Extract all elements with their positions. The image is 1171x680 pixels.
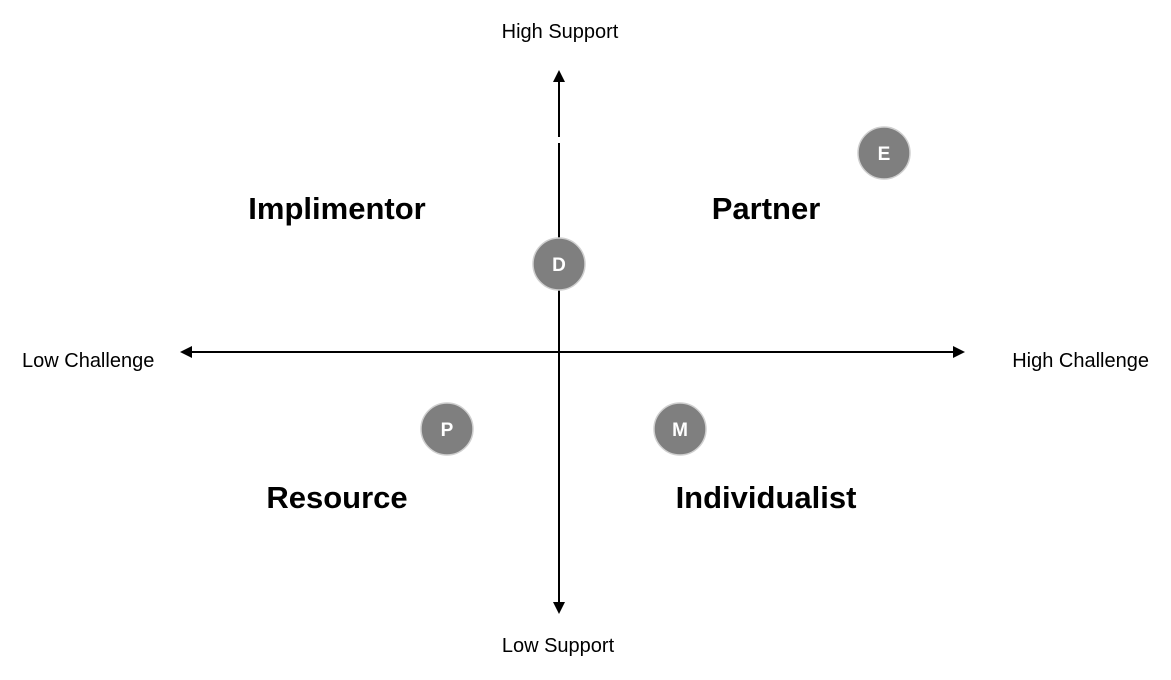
marker-m-letter: M: [672, 420, 688, 441]
marker-m-circle: [653, 402, 707, 456]
axis-label-low-challenge: Low Challenge: [22, 350, 154, 372]
quadrant-label-resource: Resource: [266, 480, 407, 515]
marker-e-letter: E: [878, 144, 891, 165]
marker-m: M: [653, 402, 707, 456]
quadrant-label-implimentor: Implimentor: [248, 191, 425, 226]
quadrant-label-individualist: Individualist: [676, 480, 857, 515]
marker-e: E: [857, 126, 911, 180]
axis-label-high-support: High Support: [502, 21, 619, 43]
marker-p-letter: P: [441, 420, 454, 441]
marker-d-circle: [532, 237, 586, 291]
marker-p: P: [420, 402, 474, 456]
marker-e-circle: [857, 126, 911, 180]
quadrant-label-partner: Partner: [712, 191, 821, 226]
axis-label-high-challenge: High Challenge: [1012, 350, 1149, 372]
marker-p-circle: [420, 402, 474, 456]
marker-d-letter: D: [552, 255, 566, 276]
axis-label-low-support: Low Support: [502, 635, 615, 657]
marker-d: D: [532, 237, 586, 291]
